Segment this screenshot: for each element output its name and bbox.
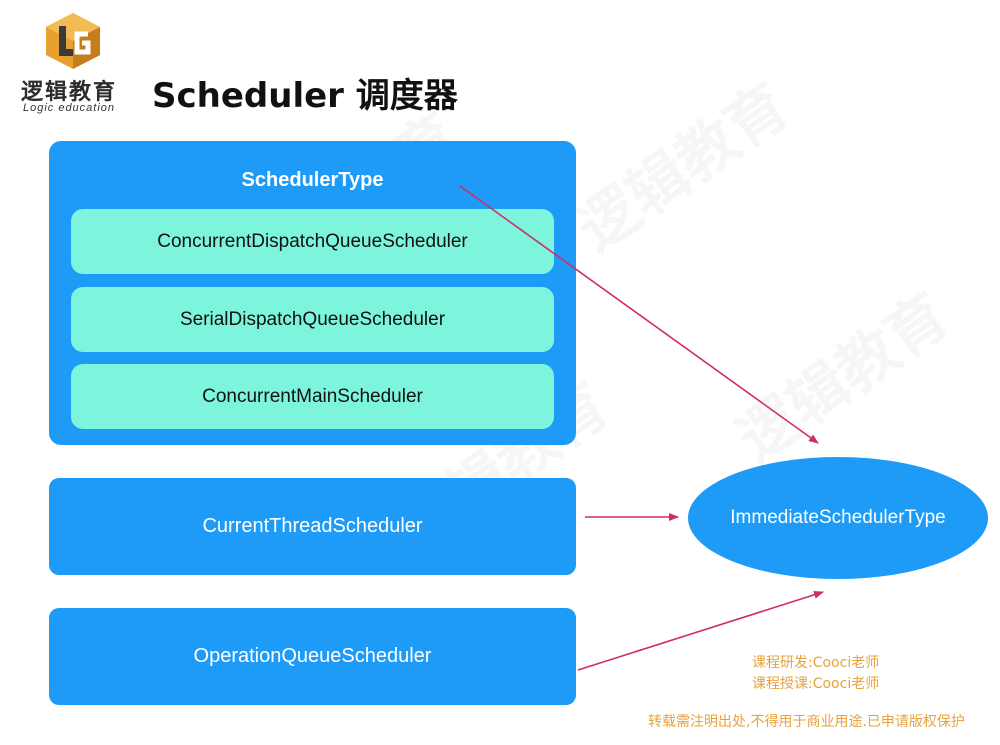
credit-teaching: 课程授课:Cooci老师 [752,676,880,692]
logo-english-text: Logic education [22,102,116,114]
concurrent-dispatch-queue-scheduler-box: ConcurrentDispatchQueueScheduler [71,209,554,274]
watermark: 逻辑教育 [717,269,963,478]
scheduler-type-label: SchedulerType [241,169,384,191]
serial-dispatch-queue-scheduler-box: SerialDispatchQueueScheduler [71,287,554,352]
logo: 逻辑教育 Logic education [14,10,124,114]
credit-research: 课程研发:Cooci老师 [752,655,880,671]
immediate-scheduler-type-ellipse: ImmediateSchedulerType [688,457,988,579]
copyright-notice: 转载需注明出处,不得用于商业用途.已申请版权保护 [648,714,965,730]
logo-icon [46,13,100,69]
logo-chinese-text: 逻辑教育 [20,80,117,105]
operation-queue-scheduler-box: OperationQueueScheduler [49,608,576,705]
watermark: 逻辑教育 [557,59,803,268]
concurrent-main-scheduler-box: ConcurrentMainScheduler [71,364,554,429]
page-title: Scheduler 调度器 [152,76,458,116]
scheduler-type-group: SchedulerType ConcurrentDispatchQueueSch… [49,141,576,445]
current-thread-scheduler-box: CurrentThreadScheduler [49,478,576,575]
